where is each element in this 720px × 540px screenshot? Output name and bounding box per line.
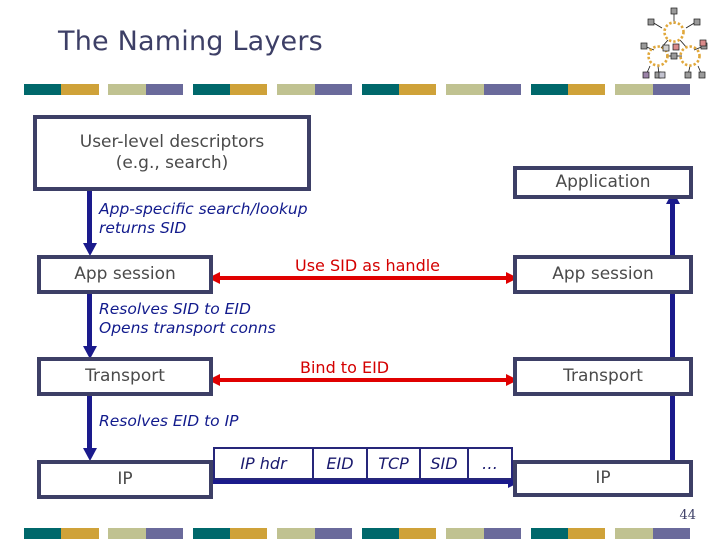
note-app-specific-search: App-specific search/lookup returns SID bbox=[99, 200, 308, 238]
box-right-application[interactable]: Application bbox=[513, 166, 693, 199]
network-graph-logo bbox=[632, 6, 716, 80]
packet-cell-ellipsis: … bbox=[468, 447, 513, 480]
packet-cell-ip-hdr: IP hdr bbox=[213, 447, 313, 480]
bidirectional-arrow-bind-eid bbox=[208, 372, 518, 386]
bidirectional-arrow-use-sid bbox=[208, 270, 518, 284]
box-left-transport[interactable]: Transport bbox=[37, 357, 213, 396]
page-number: 44 bbox=[679, 508, 696, 523]
note-resolves-sid-to-eid: Resolves SID to EID Opens transport conn… bbox=[99, 300, 276, 338]
label-bind-to-eid: Bind to EID bbox=[300, 358, 390, 377]
decorative-stripe-bar-bottom bbox=[24, 528, 690, 539]
packet-cell-eid: EID bbox=[313, 447, 367, 480]
down-arrow-user-to-app bbox=[82, 191, 98, 257]
label-use-sid-as-handle: Use SID as handle bbox=[295, 256, 441, 275]
page-title: The Naming Layers bbox=[58, 26, 323, 57]
down-arrow-app-to-transport bbox=[82, 294, 98, 360]
box-user-level-descriptors[interactable]: User-level descriptors (e.g., search) bbox=[33, 115, 311, 191]
down-arrow-transport-to-ip bbox=[82, 396, 98, 462]
box-left-app-session[interactable]: App session bbox=[37, 255, 213, 294]
box-right-transport[interactable]: Transport bbox=[513, 357, 693, 396]
box-left-ip[interactable]: IP bbox=[37, 460, 213, 499]
packet-cell-sid: SID bbox=[420, 447, 468, 480]
up-arrow-right-stack bbox=[665, 190, 681, 468]
decorative-stripe-bar-top bbox=[24, 84, 690, 95]
box-right-app-session[interactable]: App session bbox=[513, 255, 693, 294]
packet-header-diagram: IP hdr EID TCP SID … bbox=[213, 447, 513, 480]
box-right-ip[interactable]: IP bbox=[513, 460, 693, 497]
note-resolves-eid-to-ip: Resolves EID to IP bbox=[99, 412, 239, 430]
packet-cell-tcp: TCP bbox=[367, 447, 420, 480]
